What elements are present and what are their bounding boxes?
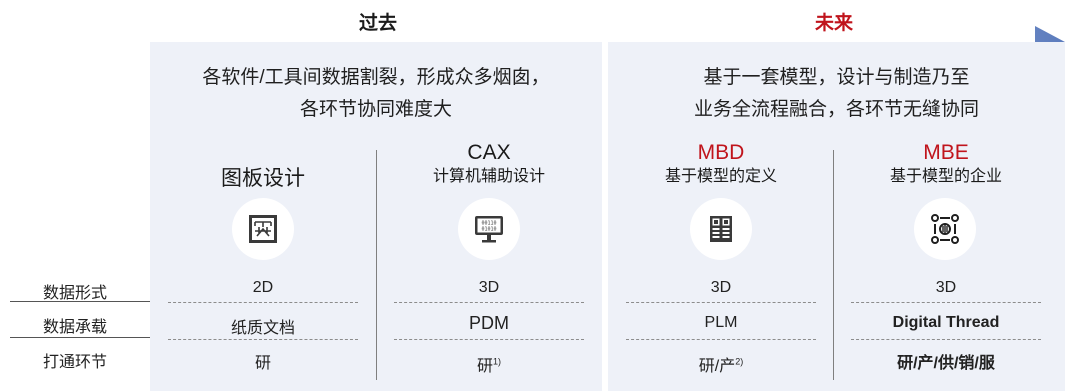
future-panel: [608, 42, 1065, 391]
column-title: MBD: [697, 141, 745, 164]
cell-carrier: PLM: [704, 314, 738, 331]
column-mbe: MBE 基于模型的企业: [833, 140, 1059, 188]
cell-form: 3D: [935, 279, 957, 296]
dashed-divider: [626, 339, 816, 340]
cell-form: 3D: [710, 279, 732, 296]
cell-carrier: PDM: [469, 313, 509, 333]
cell-scope-text: 研: [476, 358, 493, 375]
row-divider: [10, 301, 150, 302]
dashed-divider: [851, 302, 1041, 303]
column-title: [150, 140, 376, 166]
column-separator: [833, 150, 834, 380]
column-separator: [376, 150, 377, 380]
svg-text:01010: 01010: [481, 227, 496, 233]
dashed-divider: [394, 339, 584, 340]
future-description-line2: 业务全流程融合，各环节无缝协同: [693, 99, 979, 120]
column-subtitle: 基于模型的定义: [664, 168, 777, 185]
future-title: 未来: [814, 13, 853, 34]
computer-monitor-binary-icon: 00110 01010: [458, 198, 520, 260]
column-subtitle: 基于模型的企业: [889, 168, 1002, 185]
cell-scope: 研/产2): [608, 352, 834, 376]
cell-scope-text: 研/产/供/销/服: [897, 355, 995, 372]
future-description: 基于一套模型，设计与制造乃至 业务全流程融合，各环节无缝协同: [608, 62, 1065, 126]
column-title: MBE: [923, 141, 969, 164]
cell-carrier: 纸质文档: [230, 320, 295, 337]
dashed-divider: [394, 302, 584, 303]
cell-carrier: Digital Thread: [892, 314, 1000, 331]
connected-enterprise-icon: [914, 198, 976, 260]
row-label-data-form: 数据形式: [42, 285, 107, 302]
past-description-line1: 各软件/工具间数据割裂，形成众多烟囱，: [202, 67, 550, 88]
dashed-divider: [851, 339, 1041, 340]
cell-scope-text: 研: [254, 355, 271, 372]
cell-scope: 研: [150, 349, 376, 373]
cell-scope: 研/产/供/销/服: [833, 349, 1059, 373]
cell-scope: 研1): [376, 352, 602, 376]
cell-form: 2D: [252, 279, 274, 296]
footnote-marker: 1): [493, 356, 502, 367]
column-title: CAX: [467, 141, 511, 164]
column-subtitle: 图板设计: [221, 167, 305, 190]
dashed-divider: [168, 339, 358, 340]
past-description: 各软件/工具间数据割裂，形成众多烟囱， 各环节协同难度大: [150, 62, 602, 126]
drafting-board-icon: [232, 198, 294, 260]
future-description-line1: 基于一套模型，设计与制造乃至: [703, 67, 970, 88]
past-title: 过去: [358, 13, 397, 34]
cell-scope-text: 研/产: [698, 358, 736, 375]
column-drafting: 图板设计: [150, 140, 376, 192]
column-mbd: MBD 基于模型的定义: [608, 140, 834, 188]
svg-text:00110: 00110: [481, 221, 496, 227]
row-divider: [10, 337, 150, 338]
row-label-data-carrier: 数据承载: [42, 319, 107, 336]
column-subtitle: 计算机辅助设计: [432, 168, 545, 185]
dashed-divider: [626, 302, 816, 303]
cell-form: 3D: [478, 279, 500, 296]
past-description-line2: 各环节协同难度大: [299, 99, 452, 120]
row-label-connected-stages: 打通环节: [42, 354, 107, 371]
dashed-divider: [168, 302, 358, 303]
footnote-marker: 2): [735, 356, 744, 367]
column-cax: CAX 计算机辅助设计: [376, 140, 602, 188]
model-document-icon: [690, 198, 752, 260]
